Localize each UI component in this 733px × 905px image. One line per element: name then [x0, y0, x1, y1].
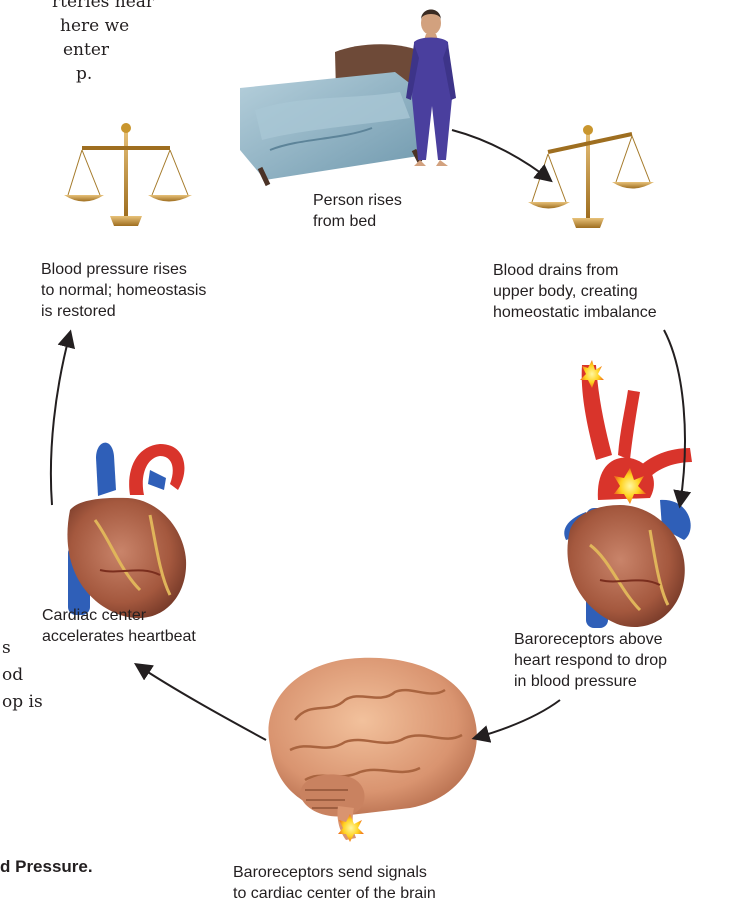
caption-line: from bed [313, 211, 402, 232]
bed-illustration [240, 44, 425, 185]
step-baroreceptors-respond-label: Baroreceptors above heart respond to dro… [514, 629, 667, 692]
caption-line: Blood pressure rises [41, 259, 206, 280]
caption-line: accelerates heartbeat [42, 626, 196, 647]
step-blood-drains-label: Blood drains from upper body, creating h… [493, 260, 657, 323]
caption-line: Person rises [313, 190, 402, 211]
caption-line: upper body, creating [493, 281, 657, 302]
heart-illustration [67, 443, 186, 618]
caption-line: Baroreceptors send signals [233, 862, 436, 883]
brain-illustration [268, 658, 476, 842]
step-pressure-restored-label: Blood pressure rises to normal; homeosta… [41, 259, 206, 322]
arrow-baroreceptors-to-brain [475, 700, 560, 738]
caption-line: Blood drains from [493, 260, 657, 281]
step-baroreceptors-signal-label: Baroreceptors send signals to cardiac ce… [233, 862, 436, 904]
caption-line: Baroreceptors above [514, 629, 667, 650]
heart-with-baroreceptors-illustration [564, 360, 692, 628]
caption-line: to normal; homeostasis [41, 280, 206, 301]
step-person-rises-label: Person rises from bed [313, 190, 402, 232]
arrow-brain-to-cardiac-center [137, 665, 266, 740]
balance-scale-left-icon [64, 123, 192, 226]
caption-line: Cardiac center [42, 605, 196, 626]
step-cardiac-center-label: Cardiac center accelerates heartbeat [42, 605, 196, 647]
caption-line: to cardiac center of the brain [233, 883, 436, 904]
arrow-drain-to-baroreceptors [664, 330, 685, 505]
caption-line: heart respond to drop [514, 650, 667, 671]
caption-line: homeostatic imbalance [493, 302, 657, 323]
caption-line: is restored [41, 301, 206, 322]
arrow-cardiac-to-restored [51, 333, 70, 505]
caption-line: in blood pressure [514, 671, 667, 692]
arrow-person-to-drain [452, 130, 550, 180]
